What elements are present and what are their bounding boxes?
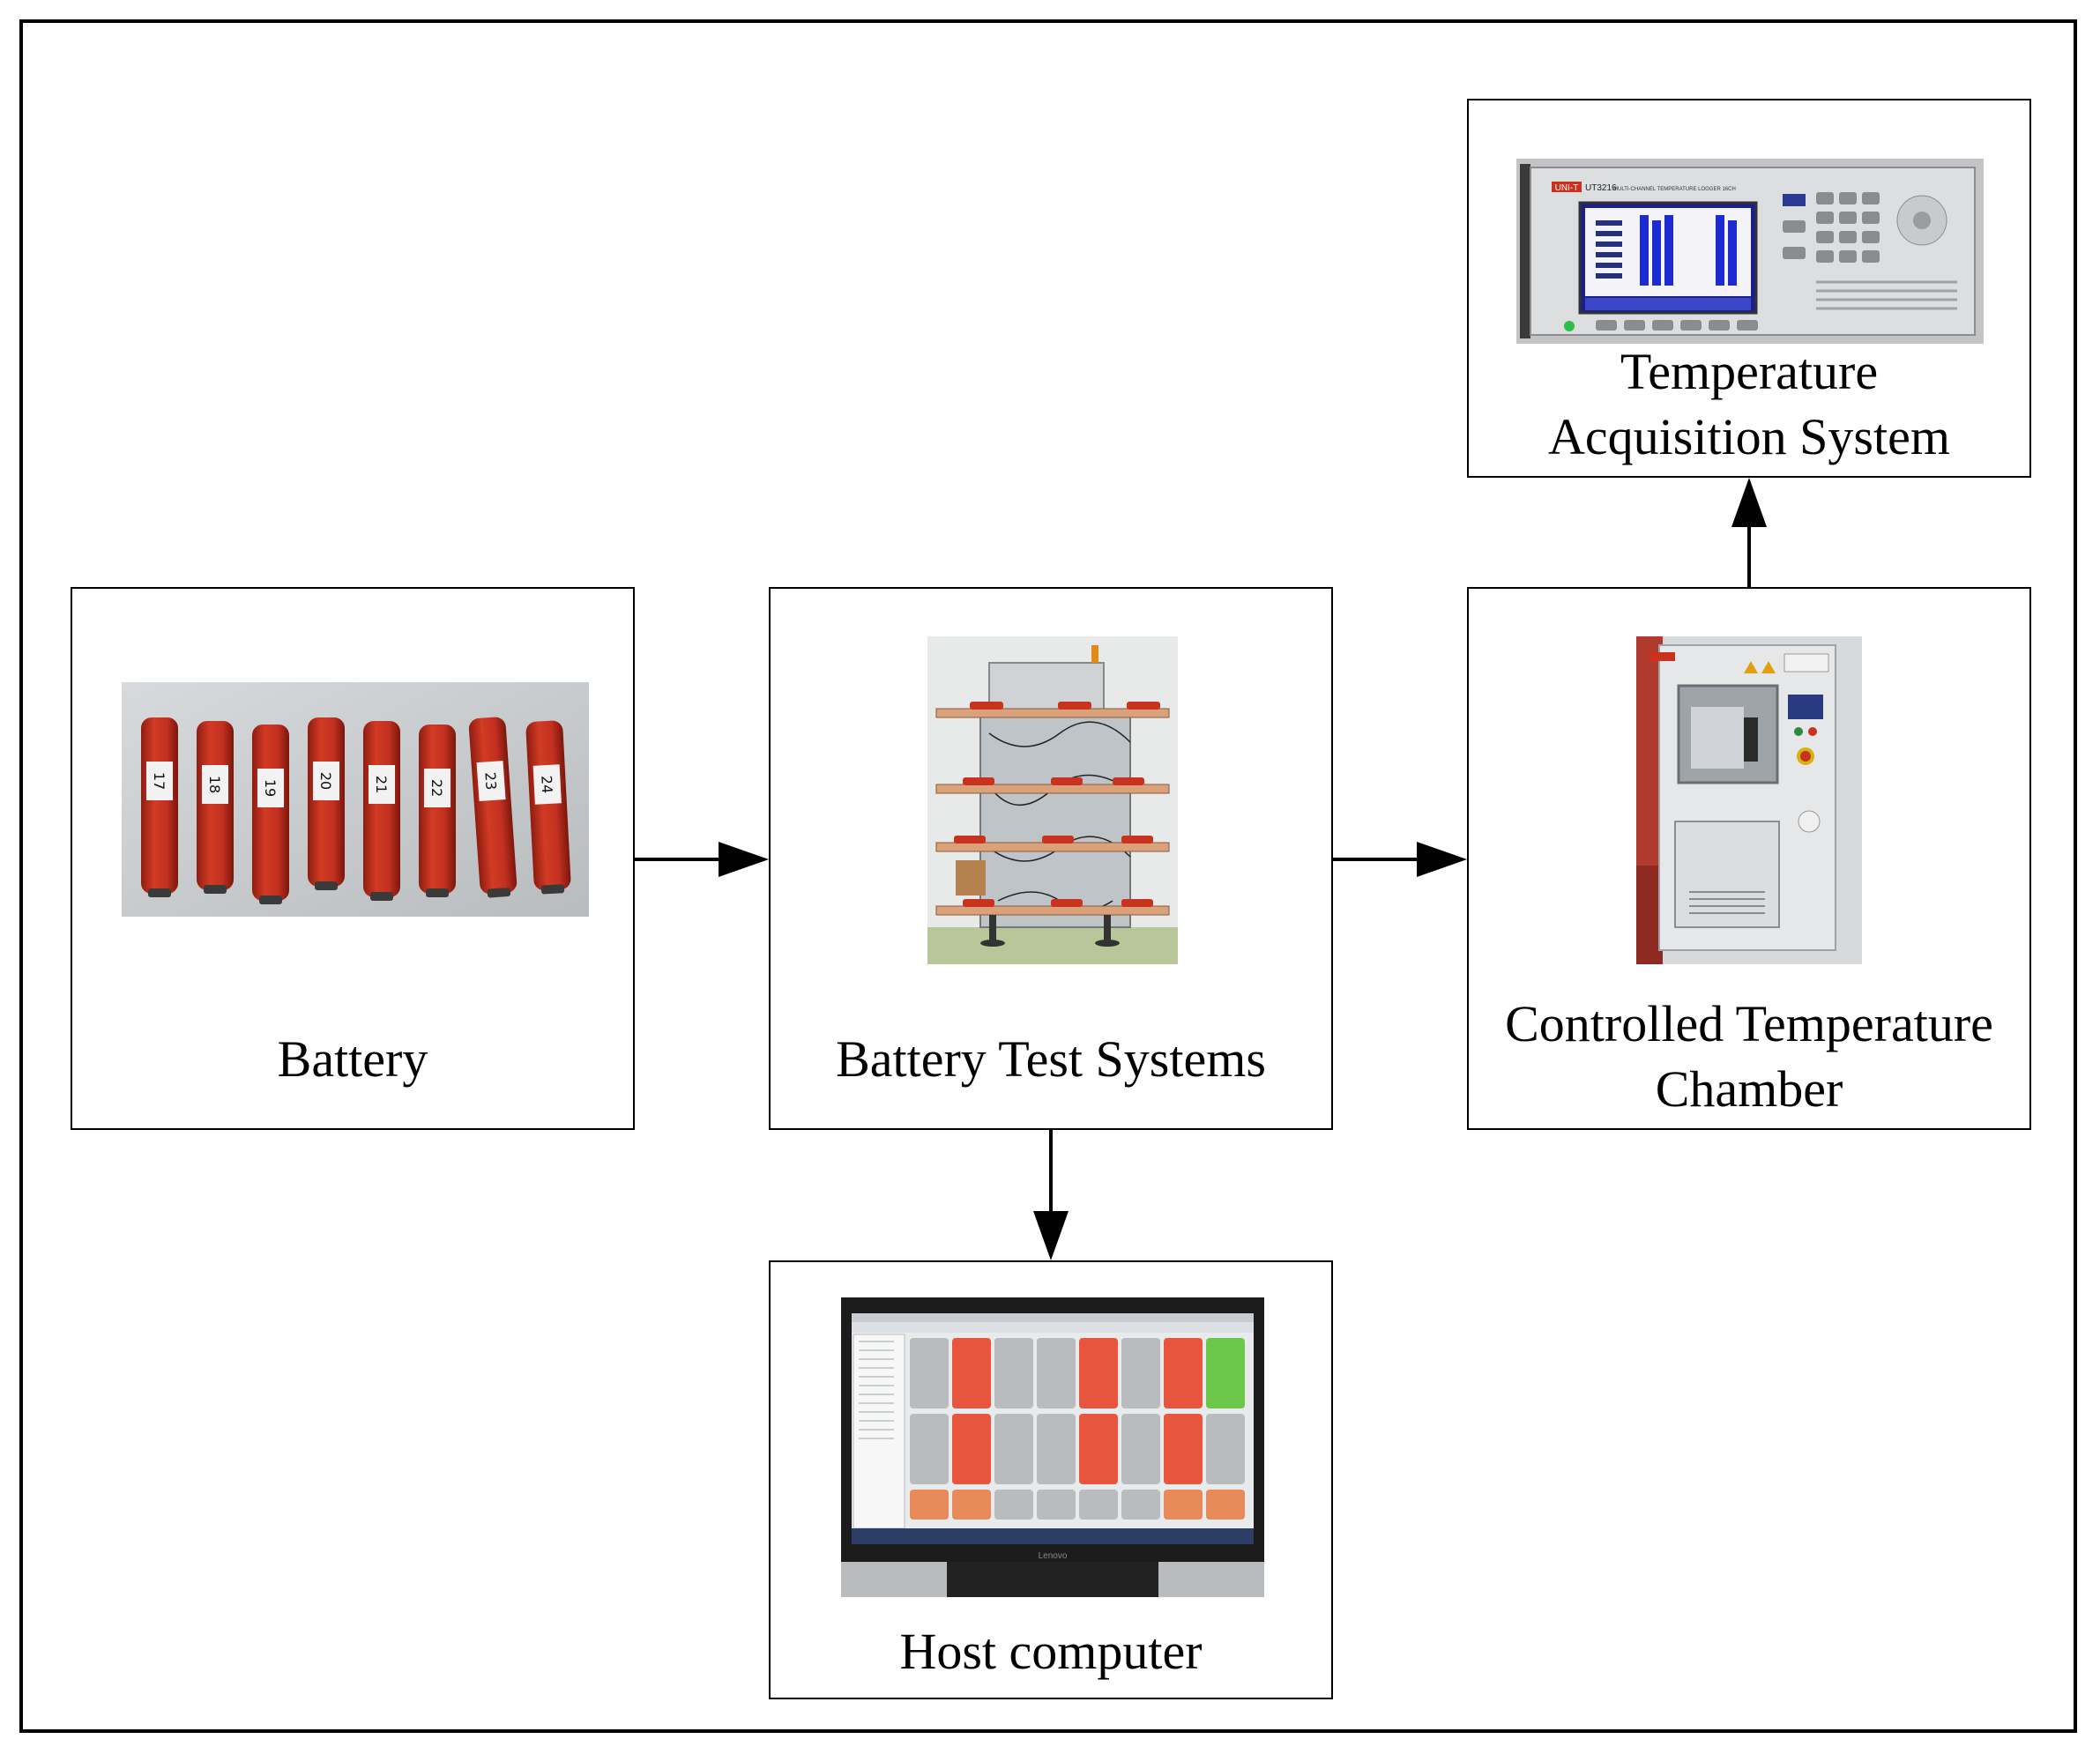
channel-tile <box>1164 1490 1203 1520</box>
channel-tile <box>1079 1490 1118 1520</box>
channel-tile <box>952 1490 991 1520</box>
battery-cell-number: 19 <box>262 779 279 797</box>
chamber-node: Controlled Temperature Chamber <box>1467 587 2031 1130</box>
temperature-chamber-image <box>1636 636 1862 964</box>
battery-cells-image: 17 18 19 20 21 22 23 24 <box>122 682 589 917</box>
battery-cell-number: 23 <box>481 771 499 791</box>
edge-test-systems-to-host <box>1033 1130 1069 1260</box>
chamber-label-line1: Controlled Temperature <box>1505 995 1993 1052</box>
test-systems-label: Battery Test Systems <box>836 1030 1266 1088</box>
battery-cell: 18 <box>197 721 234 894</box>
battery-cell: 19 <box>252 725 289 904</box>
temperature-logger-image: UNI-T UT3216 MULTI-CHANNEL TEMPERATURE L… <box>1516 159 1984 344</box>
channel-tile <box>1164 1338 1203 1408</box>
channel-tile <box>910 1490 949 1520</box>
battery-cell: 24 <box>525 720 571 895</box>
battery-test-rack-photo <box>927 636 1178 964</box>
acquisition-label-line1: Temperature <box>1620 343 1879 400</box>
channel-tile <box>1206 1338 1245 1408</box>
logger-brand: UNI-T <box>1555 183 1579 193</box>
edge-test-systems-to-chamber <box>1333 842 1467 877</box>
host-computer-monitor-photo: Lenovo <box>841 1297 1264 1597</box>
battery-test-rack-image <box>927 636 1178 964</box>
channel-tile <box>910 1338 949 1408</box>
monitor-brand: Lenovo <box>1039 1551 1068 1561</box>
battery-label: Battery <box>277 1030 428 1088</box>
channel-tile <box>1121 1490 1160 1520</box>
edge-battery-to-test-systems <box>635 842 769 877</box>
logger-model: UT3216 <box>1585 183 1617 193</box>
channel-tile <box>1206 1414 1245 1484</box>
battery-cell-number: 21 <box>373 776 390 793</box>
acquisition-label-line2: Acquisition System <box>1548 408 1950 465</box>
battery-cell-number: 18 <box>206 776 223 793</box>
channel-tile <box>1037 1414 1076 1484</box>
battery-cell-number: 17 <box>151 772 168 790</box>
logger-subtitle: MULTI-CHANNEL TEMPERATURE LOGGER 16CH <box>1613 187 1736 192</box>
channel-tile <box>1121 1338 1160 1408</box>
channel-tile <box>1079 1338 1118 1408</box>
battery-cell: 17 <box>141 717 178 897</box>
channel-tile <box>952 1338 991 1408</box>
channel-tile <box>1037 1490 1076 1520</box>
battery-cells-photo: 17 18 19 20 21 22 23 24 <box>122 682 589 917</box>
channel-tile <box>1079 1414 1118 1484</box>
battery-cell: 20 <box>308 717 345 890</box>
temperature-logger-photo: UNI-T UT3216 MULTI-CHANNEL TEMPERATURE L… <box>1516 159 1984 344</box>
battery-cell-number: 22 <box>428 779 445 797</box>
acquisition-node: UNI-T UT3216 MULTI-CHANNEL TEMPERATURE L… <box>1467 99 2031 478</box>
battery-cell-number: 20 <box>317 772 334 790</box>
host-node: Lenovo Host computer <box>769 1260 1333 1699</box>
battery-cell-number: 24 <box>538 775 555 793</box>
test-systems-node: Battery Test Systems <box>769 587 1333 1130</box>
host-computer-image: Lenovo <box>841 1297 1264 1597</box>
battery-cell: 22 <box>419 725 456 897</box>
channel-tile <box>994 1338 1033 1408</box>
battery-cell: 21 <box>363 721 400 901</box>
temperature-chamber-photo <box>1636 636 1862 964</box>
channel-tile <box>1164 1414 1203 1484</box>
channel-tile <box>1121 1414 1160 1484</box>
chamber-label-line2: Chamber <box>1655 1060 1843 1118</box>
channel-tile <box>1206 1490 1245 1520</box>
edge-chamber-to-acquisition <box>1731 478 1767 587</box>
channel-tile <box>1037 1338 1076 1408</box>
host-label: Host computer <box>899 1623 1203 1680</box>
channel-tile <box>910 1414 949 1484</box>
diagram-border <box>19 19 2077 1733</box>
channel-tile <box>994 1490 1033 1520</box>
battery-node: 17 18 19 20 21 22 23 24 Battery <box>71 587 635 1130</box>
channel-tile <box>952 1414 991 1484</box>
battery-cell: 23 <box>468 717 518 898</box>
channel-tile <box>994 1414 1033 1484</box>
